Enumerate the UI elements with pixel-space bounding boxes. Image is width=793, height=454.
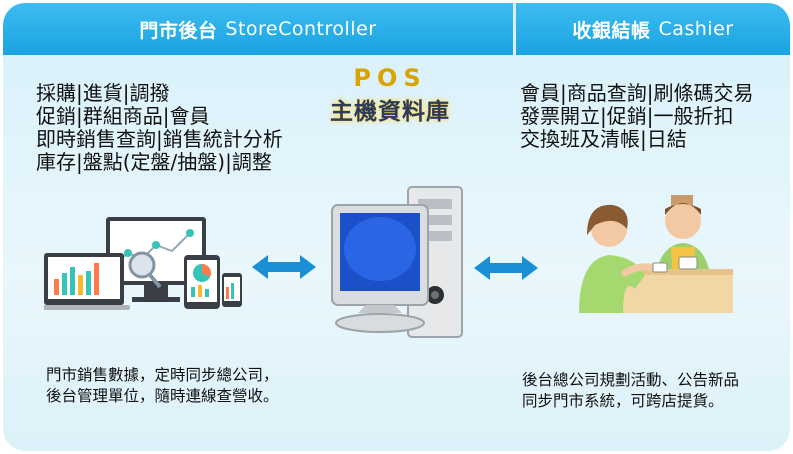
cashier-header: 收銀結帳 Cashier (516, 3, 790, 55)
feature-line: 即時銷售查詢|銷售統計分析 (36, 127, 283, 151)
desktop-computer-icon (331, 186, 463, 338)
feature-line: 會員|商品查詢|刷條碼交易 (520, 81, 754, 105)
store-controller-features: 採購|進貨|調撥 促銷|群組商品|會員 即時銷售查詢|銷售統計分析 庫存|盤點(… (36, 82, 283, 174)
note-line: 門市銷售數據，定時同步總公司， (46, 366, 279, 384)
feature-line: 促銷|群組商品|會員 (36, 104, 210, 128)
note-line: 同步門市系統，可跨店提貨。 (522, 392, 724, 410)
double-arrow-icon (474, 256, 538, 280)
note-line: 後台管理單位，隨時連線查營收。 (46, 387, 279, 405)
pos-label: POS (353, 64, 427, 92)
store-controller-note: 門市銷售數據，定時同步總公司， 後台管理單位，隨時連線查營收。 (46, 365, 279, 407)
double-arrow-icon (252, 255, 316, 279)
store-controller-header: 門市後台 StoreController (3, 3, 513, 55)
cashier-subtitle: Cashier (658, 18, 734, 40)
feature-line: 採購|進貨|調撥 (36, 81, 170, 105)
database-label: 主機資料庫 (330, 99, 450, 125)
feature-line: 庫存|盤點(定盤/抽盤)|調整 (36, 150, 272, 174)
cashier-features: 會員|商品查詢|刷條碼交易 發票開立|促銷|一般折扣 交換班及清帳|日結 (520, 82, 753, 151)
feature-line: 發票開立|促銷|一般折扣 (520, 104, 734, 128)
cashier-icon (579, 195, 733, 313)
cashier-title: 收銀結帳 (572, 19, 651, 42)
store-controller-subtitle: StoreController (225, 18, 377, 40)
devices-dashboard-icon (44, 217, 242, 310)
pos-database-title: POS 主機資料庫 (315, 64, 465, 126)
cashier-note: 後台總公司規劃活動、公告新品 同步門市系統，可跨店提貨。 (522, 370, 739, 412)
note-line: 後台總公司規劃活動、公告新品 (522, 371, 740, 389)
store-controller-title: 門市後台 (139, 19, 218, 42)
feature-line: 交換班及清帳|日結 (520, 127, 687, 151)
